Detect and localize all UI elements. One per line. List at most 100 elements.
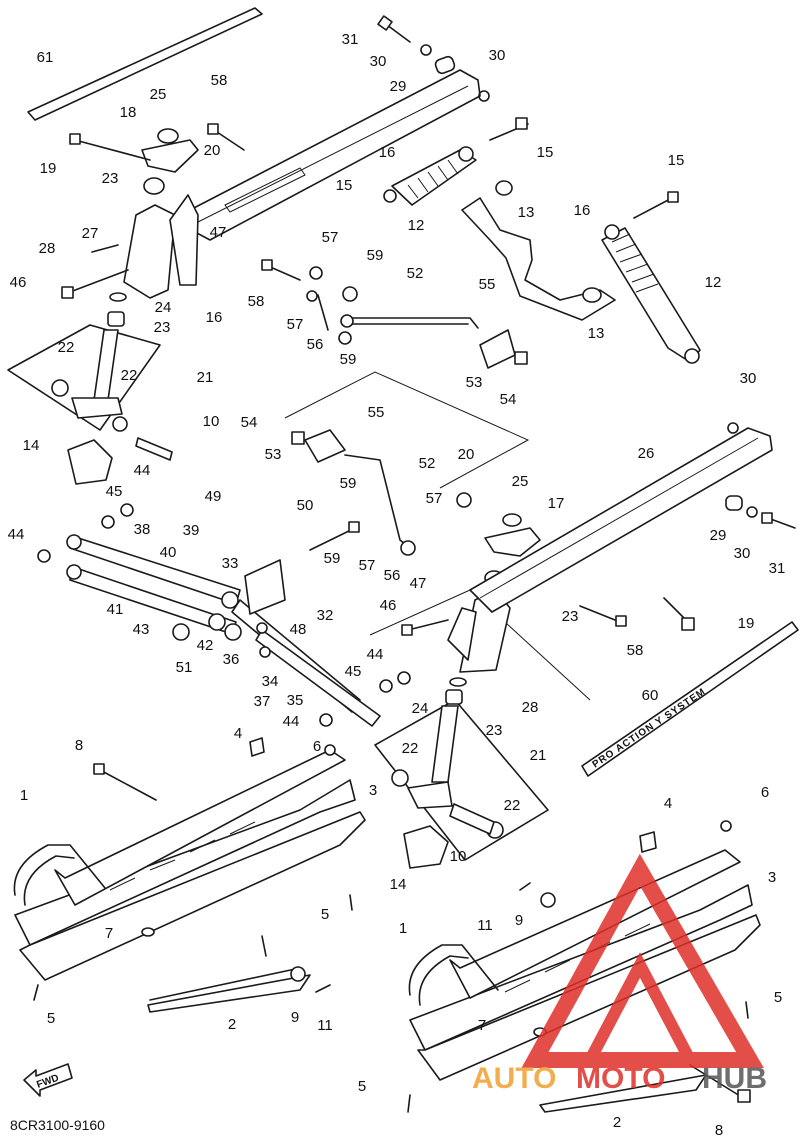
bolt-15-upper (489, 117, 529, 141)
callout-59: 59 (367, 247, 384, 264)
callout-13: 13 (588, 325, 605, 342)
bracket-14-right (403, 825, 449, 869)
bushings-44-45 (37, 503, 411, 727)
callout-57: 57 (287, 316, 304, 333)
diagram-code: 8CR3100-9160 (10, 1117, 105, 1133)
callout-57: 57 (426, 490, 443, 507)
callout-59: 59 (340, 475, 357, 492)
callout-42: 42 (197, 637, 214, 654)
bolt-31 (377, 15, 411, 43)
arm-32-35 (231, 599, 381, 727)
callout-50: 50 (297, 497, 314, 514)
callout-6: 6 (761, 784, 769, 801)
callout-44: 44 (283, 713, 300, 730)
callout-16: 16 (206, 309, 223, 326)
callout-53: 53 (265, 446, 282, 463)
callout-3: 3 (768, 869, 776, 886)
callout-8: 8 (75, 737, 83, 754)
callout-29: 29 (710, 527, 727, 544)
callout-55: 55 (368, 404, 385, 421)
ski-left (13, 749, 366, 1013)
callout-8: 8 (715, 1122, 723, 1139)
ski-spindle-21-right (374, 677, 549, 861)
link-56-top (306, 266, 358, 345)
callout-9: 9 (515, 912, 523, 929)
callout-27: 27 (82, 225, 99, 242)
callout-41: 41 (107, 601, 124, 618)
callout-54: 54 (241, 414, 258, 431)
callout-60: 60 (642, 687, 659, 704)
studs-5-left (33, 894, 353, 1001)
callout-20: 20 (204, 142, 221, 159)
nut-4-left (249, 737, 336, 757)
pin-28 (91, 244, 119, 253)
callout-23: 23 (486, 722, 503, 739)
linkage-frame (284, 371, 591, 701)
callout-25: 25 (150, 86, 167, 103)
bolt-15-right (633, 191, 679, 219)
bolt-58-upper (207, 123, 245, 151)
callout-23: 23 (102, 170, 119, 187)
callout-2: 2 (613, 1114, 621, 1131)
callout-58: 58 (248, 293, 265, 310)
callout-52: 52 (419, 455, 436, 472)
callout-23: 23 (154, 319, 171, 336)
callout-44: 44 (367, 646, 384, 663)
callout-31: 31 (342, 31, 359, 48)
callout-47: 47 (410, 575, 427, 592)
callout-59: 59 (324, 550, 341, 567)
callout-30: 30 (740, 370, 757, 387)
callout-23: 23 (562, 608, 579, 625)
studs-5-right (407, 1001, 749, 1113)
callout-44: 44 (8, 526, 25, 543)
callout-53: 53 (466, 374, 483, 391)
callout-21: 21 (197, 369, 214, 386)
watermark-text-hub: HUB (702, 1062, 767, 1095)
ski-spindle-21-left (7, 292, 161, 432)
nut-9-right (519, 882, 556, 908)
watermark-text-auto: AUTO (472, 1062, 556, 1095)
callout-4: 4 (234, 725, 242, 742)
callout-14: 14 (23, 437, 40, 454)
callout-61: 61 (37, 49, 54, 66)
callout-5: 5 (358, 1078, 366, 1095)
callout-5: 5 (47, 1010, 55, 1027)
callout-21: 21 (530, 747, 547, 764)
callout-3: 3 (369, 782, 377, 799)
callout-35: 35 (287, 692, 304, 709)
callout-58: 58 (627, 642, 644, 659)
watermark-text-moto: MOTO (576, 1062, 665, 1095)
callout-51: 51 (176, 659, 193, 676)
decal-61 (27, 7, 263, 121)
fwd-arrow-icon: FWD (23, 1063, 73, 1097)
callout-22: 22 (504, 797, 521, 814)
callout-11: 11 (477, 917, 493, 934)
callout-15: 15 (668, 152, 685, 169)
callout-45: 45 (345, 663, 362, 680)
callout-24: 24 (412, 700, 429, 717)
callout-44: 44 (134, 462, 151, 479)
callout-26: 26 (638, 445, 655, 462)
callout-28: 28 (522, 699, 539, 716)
callout-40: 40 (160, 544, 177, 561)
decal-60: PRO ACTION Y SYSTEM (581, 621, 799, 777)
support-bar-upper (189, 69, 481, 241)
wear-bar-left (149, 935, 301, 1001)
bolt-8-right (689, 1064, 751, 1103)
callout-55: 55 (479, 276, 496, 293)
callout-33: 33 (222, 555, 239, 572)
callout-17: 17 (548, 495, 565, 512)
callout-28: 28 (39, 240, 56, 257)
bolt-46-right (401, 619, 449, 636)
callout-56: 56 (384, 567, 401, 584)
stabilizer-rod-52-top (340, 314, 479, 329)
callout-59: 59 (340, 351, 357, 368)
callout-24: 24 (155, 299, 172, 316)
callout-16: 16 (379, 144, 396, 161)
callout-16: 16 (574, 202, 591, 219)
callout-54: 54 (500, 391, 517, 408)
collar-10-left (135, 437, 173, 461)
bolt-19 (69, 133, 151, 161)
